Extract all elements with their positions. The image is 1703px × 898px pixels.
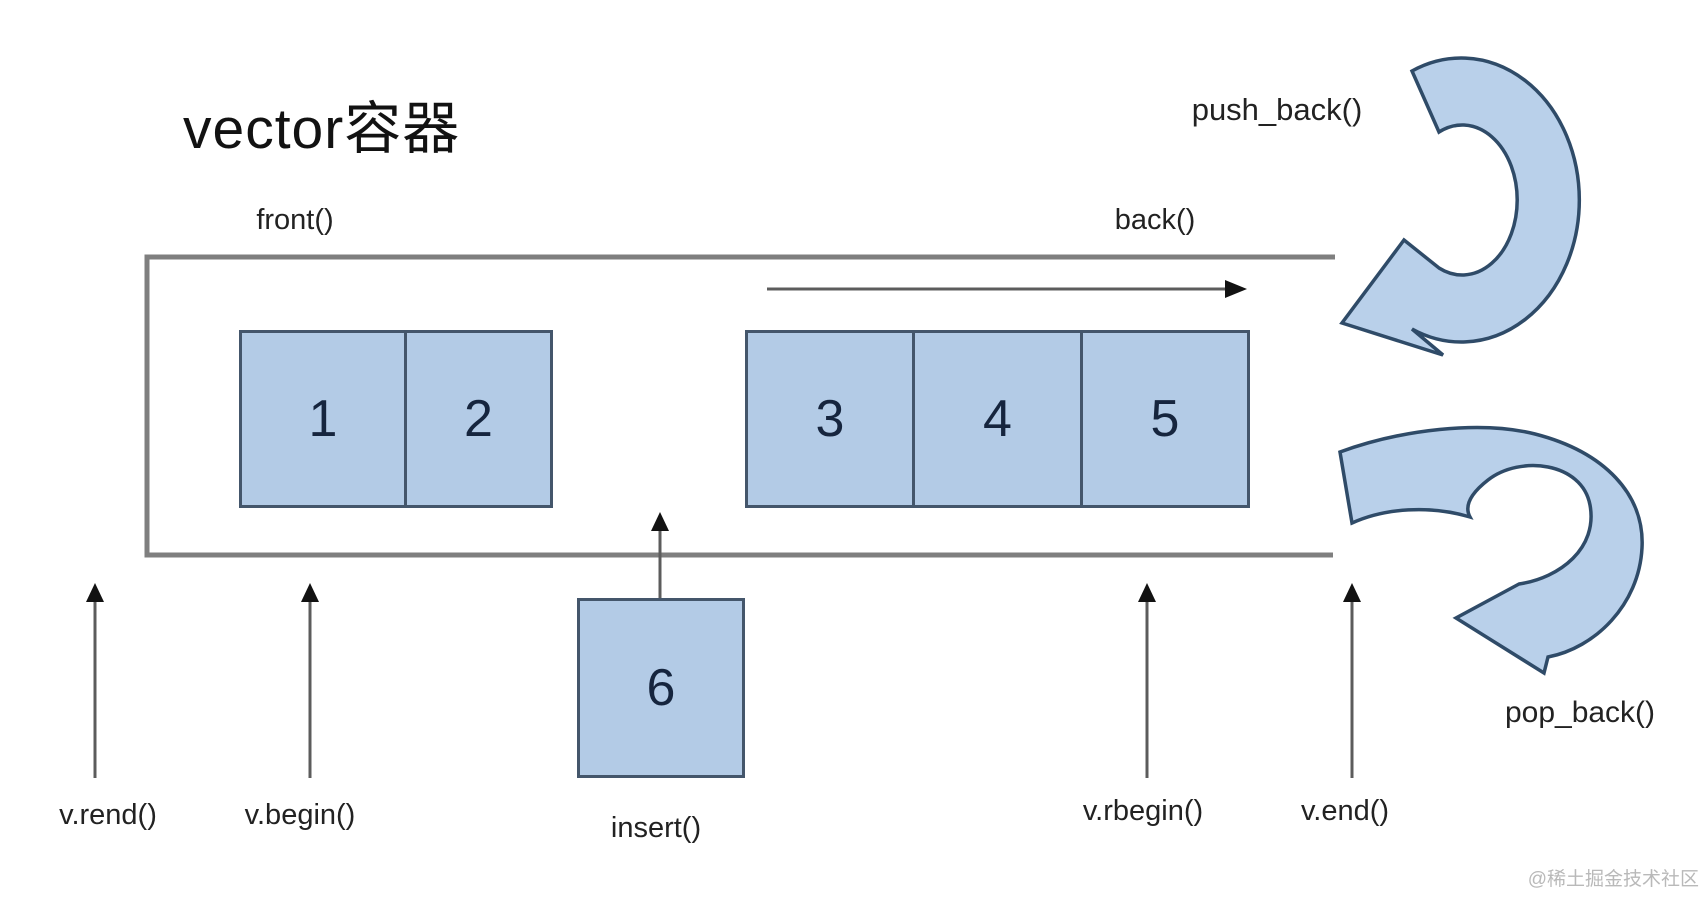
rend-label: v.rend() (59, 799, 157, 831)
insert-arrow (651, 512, 669, 598)
pop-back-label: pop_back() (1504, 696, 1656, 729)
vector-cell-3: 3 (745, 330, 915, 508)
vector-cell-5: 5 (1080, 330, 1250, 508)
vector-cell-1: 1 (239, 330, 407, 508)
push-back-curved-arrow-icon (1339, 56, 1582, 357)
front-label: front() (256, 204, 334, 236)
rbegin-label: v.rbegin() (1082, 795, 1204, 827)
insert-label: insert() (610, 812, 702, 844)
end-arrow (1343, 583, 1361, 778)
end-label: v.end() (1300, 795, 1390, 827)
pop-back-curved-arrow-icon (1338, 425, 1644, 676)
vector-cell-2: 2 (404, 330, 553, 508)
vector-cell-4: 4 (912, 330, 1083, 508)
push-back-label: push_back() (1191, 92, 1363, 127)
rend-arrow (86, 583, 104, 778)
container-frame (144, 254, 1335, 558)
begin-arrow (301, 583, 319, 778)
back-label: back() (1114, 204, 1196, 236)
insert-cell-6: 6 (577, 598, 745, 778)
watermark: @稀土掘金技术社区 (1527, 869, 1699, 890)
diagram-title: vector容器 (183, 97, 461, 161)
rbegin-arrow (1138, 583, 1156, 778)
begin-label: v.begin() (244, 799, 356, 831)
direction-right-arrow (767, 280, 1247, 298)
